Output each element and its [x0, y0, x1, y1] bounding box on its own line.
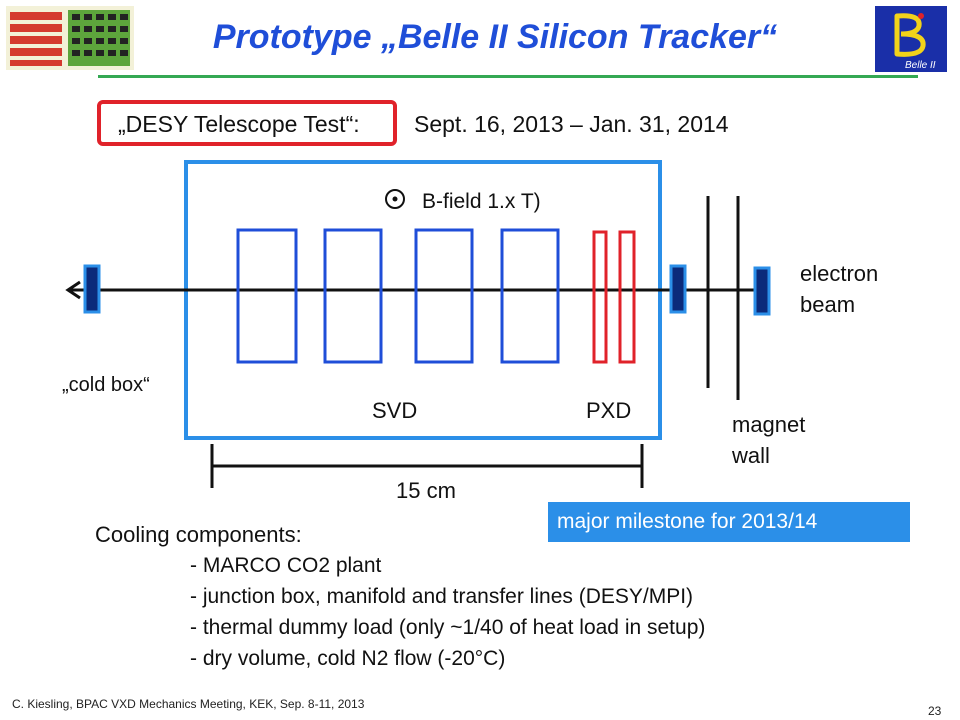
- telescope-plane-right: [753, 266, 771, 316]
- page-number: 23: [928, 704, 942, 718]
- beam-arrow-icon: [65, 280, 81, 300]
- subtitle-highlight-box: [97, 100, 397, 146]
- telescope-plane-mid: [669, 264, 687, 314]
- sensor-logo: [6, 6, 134, 70]
- svd-module: [323, 228, 383, 364]
- svd-module: [500, 228, 560, 364]
- electron-beam-label-line1: electron: [800, 261, 878, 286]
- pxd-module: [618, 230, 636, 364]
- telescope-test-dates: Sept. 16, 2013 – Jan. 31, 2014: [414, 111, 729, 137]
- cooling-item: - thermal dummy load (only ~1/40 of heat…: [190, 616, 706, 639]
- belle-ii-logo-text: Belle II: [905, 60, 936, 71]
- telescope-test-label: „DESY Telescope Test“:: [118, 111, 360, 137]
- svd-module: [236, 228, 298, 364]
- cooling-item: - junction box, manifold and transfer li…: [190, 585, 694, 608]
- telescope-plane-left: [83, 264, 101, 314]
- slide-title: Prototype „Belle II Silicon Tracker“: [212, 18, 778, 56]
- cooling-item: - dry volume, cold N2 flow (-20°C): [190, 647, 506, 670]
- bfield-out-of-plane-icon: [385, 189, 405, 209]
- electron-beam-label-line2: beam: [800, 292, 855, 317]
- cooling-item: - MARCO CO2 plant: [190, 554, 382, 577]
- magnet-wall-label-line1: magnet: [732, 412, 805, 437]
- svd-module: [414, 228, 474, 364]
- milestone-badge: major milestone for 2013/14: [548, 502, 910, 542]
- magnet-wall-label-line2: wall: [731, 443, 770, 468]
- cooling-heading: Cooling components:: [95, 522, 302, 547]
- length-label: 15 cm: [396, 478, 456, 503]
- cooling-list: - MARCO CO2 plant - junction box, manifo…: [190, 550, 705, 674]
- title-underline: [98, 75, 918, 78]
- svd-label: SVD: [372, 398, 417, 423]
- cold-box-label: „cold box“: [62, 374, 150, 396]
- belle-ii-logo: Belle II: [875, 6, 947, 72]
- bfield-label: B-field 1.x T): [422, 190, 541, 213]
- pxd-module: [592, 230, 608, 364]
- pxd-label: PXD: [586, 398, 631, 423]
- slide-footer: C. Kiesling, BPAC VXD Mechanics Meeting,…: [12, 697, 365, 711]
- cold-box-outline: [184, 160, 662, 440]
